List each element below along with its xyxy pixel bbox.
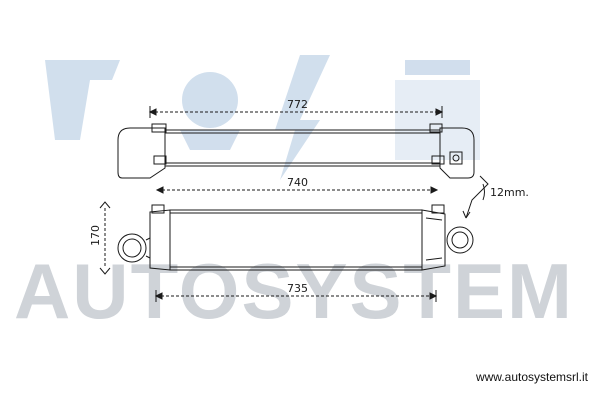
dimension-772 <box>148 106 444 118</box>
dim-height: 170 <box>89 225 102 246</box>
dim-bottom-width: 735 <box>287 282 308 295</box>
thickness-indicator <box>462 175 489 219</box>
dim-mid-width: 740 <box>287 176 308 189</box>
dim-thickness: 12mm. <box>490 186 529 199</box>
watermark-logo <box>45 55 480 180</box>
dimension-740 <box>155 186 439 194</box>
watermark-text: AUTOSYSTEM <box>14 247 574 335</box>
front-view <box>117 204 474 271</box>
dimension-170 <box>99 201 111 275</box>
footer-url[interactable]: www.autosystemsrl.it <box>475 370 588 384</box>
top-view <box>117 123 475 179</box>
dim-top-width: 772 <box>287 98 308 111</box>
dimension-735 <box>154 290 438 302</box>
